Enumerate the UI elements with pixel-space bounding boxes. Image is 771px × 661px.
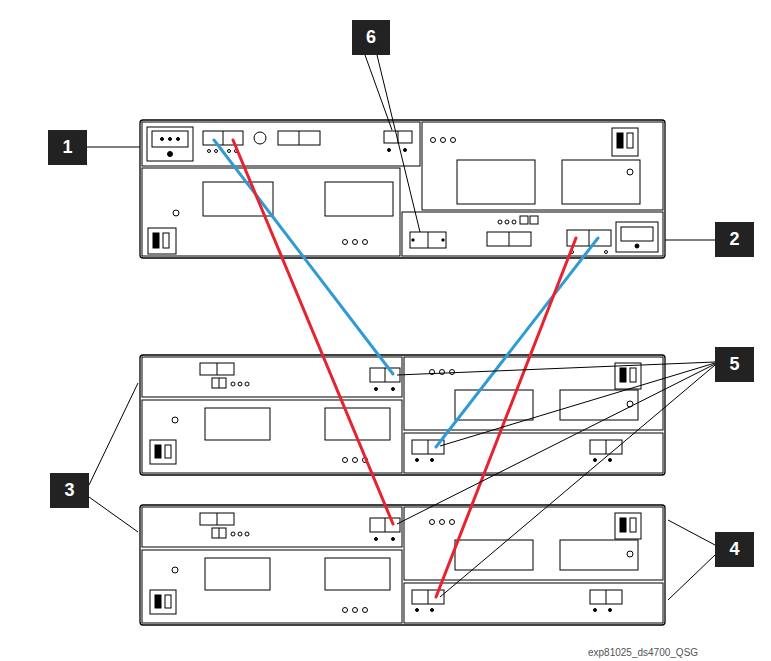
callout-number: 6 [352,20,390,55]
callout-number: 1 [48,130,87,165]
callout-number: 5 [715,347,754,382]
figure-id: exp81025_ds4700_QSG [588,645,738,659]
controller-enclosure [140,120,665,258]
callout-number: 3 [50,473,89,508]
expansion-enclosure [140,505,665,625]
leader-lines [87,55,715,600]
sas-cables [214,140,598,597]
callout-number: 2 [715,222,754,257]
expansion-enclosure [140,355,665,475]
callout-number: 4 [715,532,754,567]
